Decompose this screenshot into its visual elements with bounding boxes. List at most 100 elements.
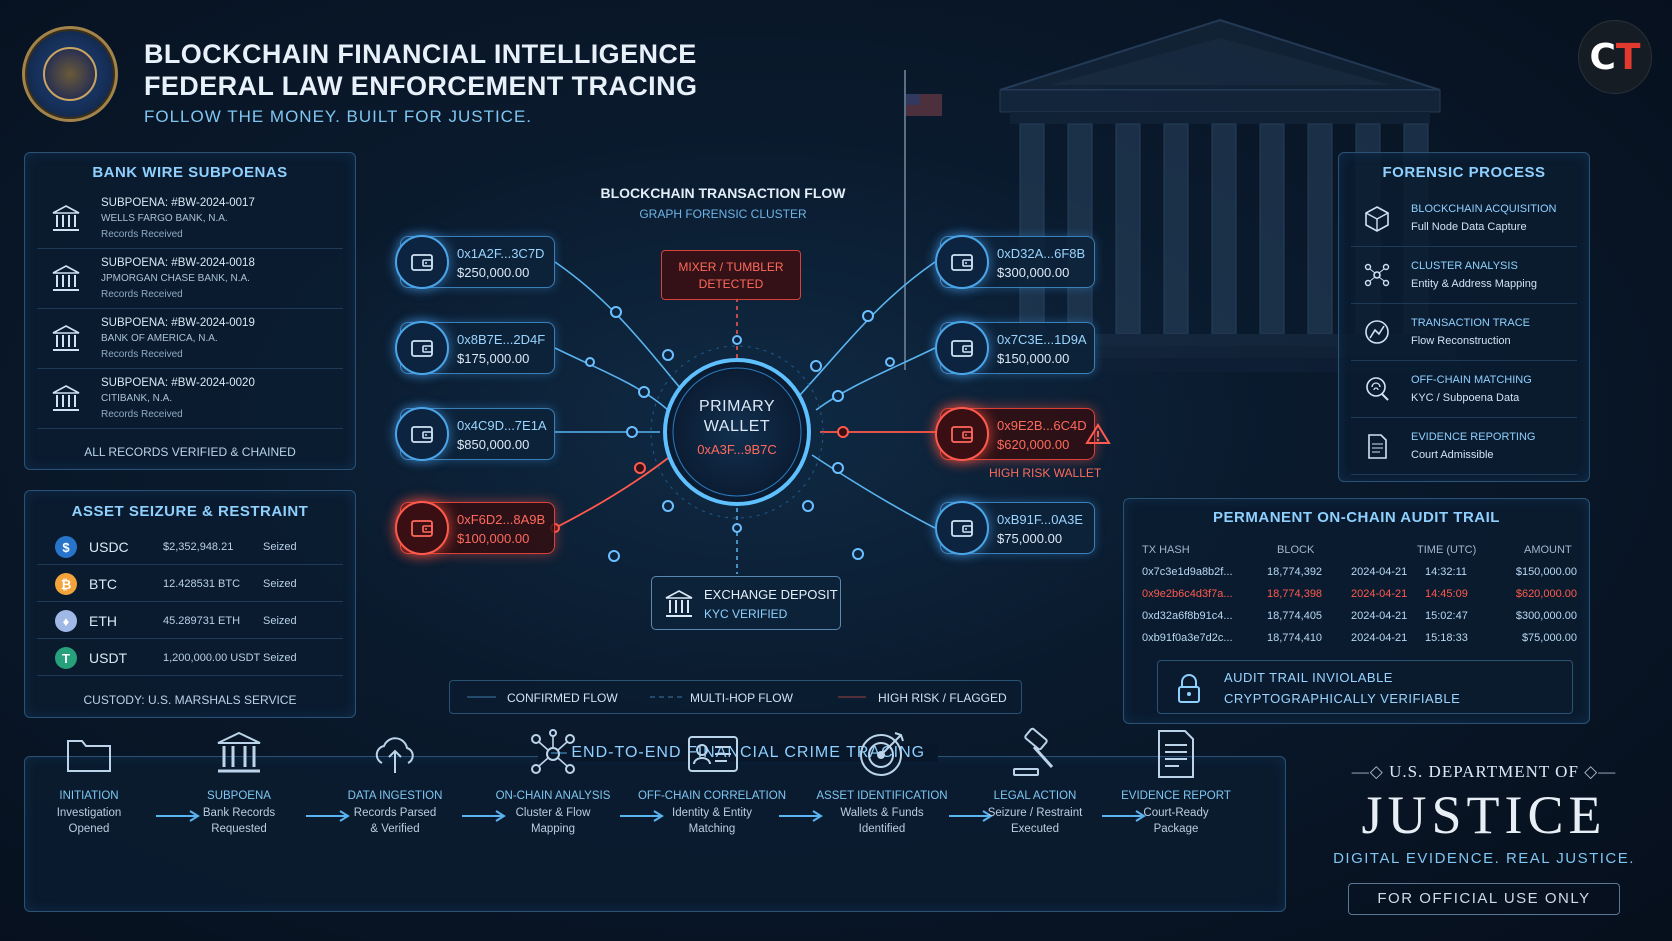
wallet-node[interactable]: 0x8B7E...2D4F $175,000.00	[395, 321, 555, 375]
pipeline-step-title: OFF-CHAIN CORRELATION	[637, 790, 786, 802]
wallet-node[interactable]: 0xD32A...6F8B$300,000.00	[935, 235, 1095, 289]
flagged-wallet-icon-frame	[395, 501, 449, 555]
subpoena-bank: CITIBANK, N.A.	[101, 393, 173, 404]
legend-confirmed-label: CONFIRMED FLOW	[507, 691, 618, 705]
seizure-panel: ASSET SEIZURE & RESTRAINT $USDC$2,352,94…	[24, 490, 356, 718]
wallet-node[interactable]: 0x1A2F...3C7D$250,000.00	[395, 235, 555, 289]
subpoena-id: SUBPOENA: #BW-2024-0019	[101, 317, 255, 329]
pipeline-step-icon-wrap	[320, 726, 470, 782]
audit-hash: 0x7c3e1d9a8b2f...	[1142, 566, 1233, 578]
primary-label-1: PRIMARY	[698, 398, 776, 415]
wallet-amount: $300,000.00	[997, 265, 1070, 280]
asset-amount: 12.428531 BTC	[163, 578, 241, 590]
subpoena-id: SUBPOENA: #BW-2024-0017	[101, 197, 255, 209]
target-icon	[860, 732, 904, 776]
subpoena-bank: BANK OF AMERICA, N.A.	[101, 333, 218, 344]
wallet-icon-frame	[935, 501, 989, 555]
pipeline-step-icon-wrap	[164, 726, 314, 782]
exchange-line-1: EXCHANGE DEPOSIT	[704, 587, 838, 602]
asset-status: Seized	[263, 541, 297, 553]
exchange-deposit-box[interactable]: EXCHANGE DEPOSIT KYC VERIFIED	[651, 576, 841, 630]
wallet-node[interactable]: 0x7C3E...1D9A$150,000.00	[935, 321, 1095, 375]
doj-brand: —◇ U.S. DEPARTMENT OF ◇— JUSTICE DIGITAL…	[1316, 762, 1652, 915]
audit-header-amount: AMOUNT	[1524, 544, 1572, 556]
graph-subtitle: GRAPH FORENSIC CLUSTER	[639, 207, 807, 221]
forensic-step-desc: KYC / Subpoena Data	[1411, 392, 1520, 404]
page-subtitle: FOLLOW THE MONEY. BUILT FOR JUSTICE.	[144, 107, 533, 126]
wallet-address: 0x1A2F...3C7D	[457, 246, 545, 261]
forensic-step-desc: Entity & Address Mapping	[1411, 278, 1537, 290]
audit-date: 2024-04-21	[1351, 566, 1408, 578]
pipeline-step-icon-wrap	[478, 726, 628, 782]
audit-header-time: TIME (UTC)	[1417, 544, 1477, 556]
pipeline-step-icon-wrap	[960, 726, 1110, 782]
wallet-node[interactable]: 0x4C9D...7E1A$850,000.00	[395, 407, 555, 461]
pipeline-step-title: INITIATION	[59, 790, 119, 802]
primary-wallet[interactable]: PRIMARY WALLET 0xA3F...9B7C	[665, 398, 809, 457]
audit-time: 14:45:09	[1425, 588, 1468, 600]
wallet-address: 0x8B7E...2D4F	[457, 332, 546, 347]
subpoenas-title: BANK WIRE SUBPOENAS	[92, 164, 288, 181]
official-use-badge: FOR OFFICIAL USE ONLY	[1348, 883, 1620, 915]
wallet-amount: $175,000.00	[457, 351, 530, 366]
wallet-icon-frame	[935, 321, 989, 375]
subpoenas-footer: ALL RECORDS VERIFIED & CHAINED	[84, 445, 296, 459]
pipeline-step-line2: Opened	[68, 823, 110, 835]
pipeline-step-line2: Executed	[1011, 823, 1059, 835]
legend-multihop-label: MULTI-HOP FLOW	[690, 691, 793, 705]
wallet-node[interactable]: 0x9E2B...6C4D$620,000.00	[935, 407, 1095, 461]
wallet-node[interactable]: 0xB91F...0A3E$75,000.00	[935, 501, 1095, 555]
audit-amount: $300,000.00	[1515, 610, 1577, 622]
edge-left-4	[554, 454, 673, 529]
cube-icon	[1365, 206, 1389, 232]
wallet-icon	[951, 340, 973, 357]
asset-name: BTC	[89, 576, 117, 592]
flagged-wallet-icon	[411, 520, 433, 537]
wallet-node[interactable]: 0xF6D2...8A9B$100,000.00	[395, 501, 555, 555]
logo-t: T	[1615, 36, 1641, 78]
arrow-right-icon	[306, 810, 350, 822]
audit-panel: PERMANENT ON-CHAIN AUDIT TRAIL TX HASH B…	[1123, 498, 1590, 724]
pipeline-step-line1: Wallets & Funds	[840, 807, 924, 819]
subpoena-status: Records Received	[101, 349, 183, 360]
wallet-icon-frame	[395, 407, 449, 461]
subpoena-bank: JPMORGAN CHASE BANK, N.A.	[101, 273, 250, 284]
forensic-step-title: BLOCKCHAIN ACQUISITION	[1411, 203, 1557, 215]
seizure-footer: CUSTODY: U.S. MARSHALS SERVICE	[83, 693, 297, 707]
audit-date: 2024-04-21	[1351, 632, 1408, 644]
pipeline-step-icon-wrap	[14, 726, 164, 782]
pipeline-step-line2: Requested	[211, 823, 267, 835]
mixer-alert[interactable]: MIXER / TUMBLER DETECTED	[661, 250, 801, 300]
pipeline-step-title: ASSET IDENTIFICATION	[816, 790, 948, 802]
primary-address: 0xA3F...9B7C	[697, 442, 777, 457]
forensic-step-title: TRANSACTION TRACE	[1411, 317, 1530, 329]
audit-time: 14:32:11	[1425, 566, 1468, 578]
audit-block: 18,774,398	[1267, 588, 1323, 600]
doj-seal-logo	[22, 26, 118, 122]
